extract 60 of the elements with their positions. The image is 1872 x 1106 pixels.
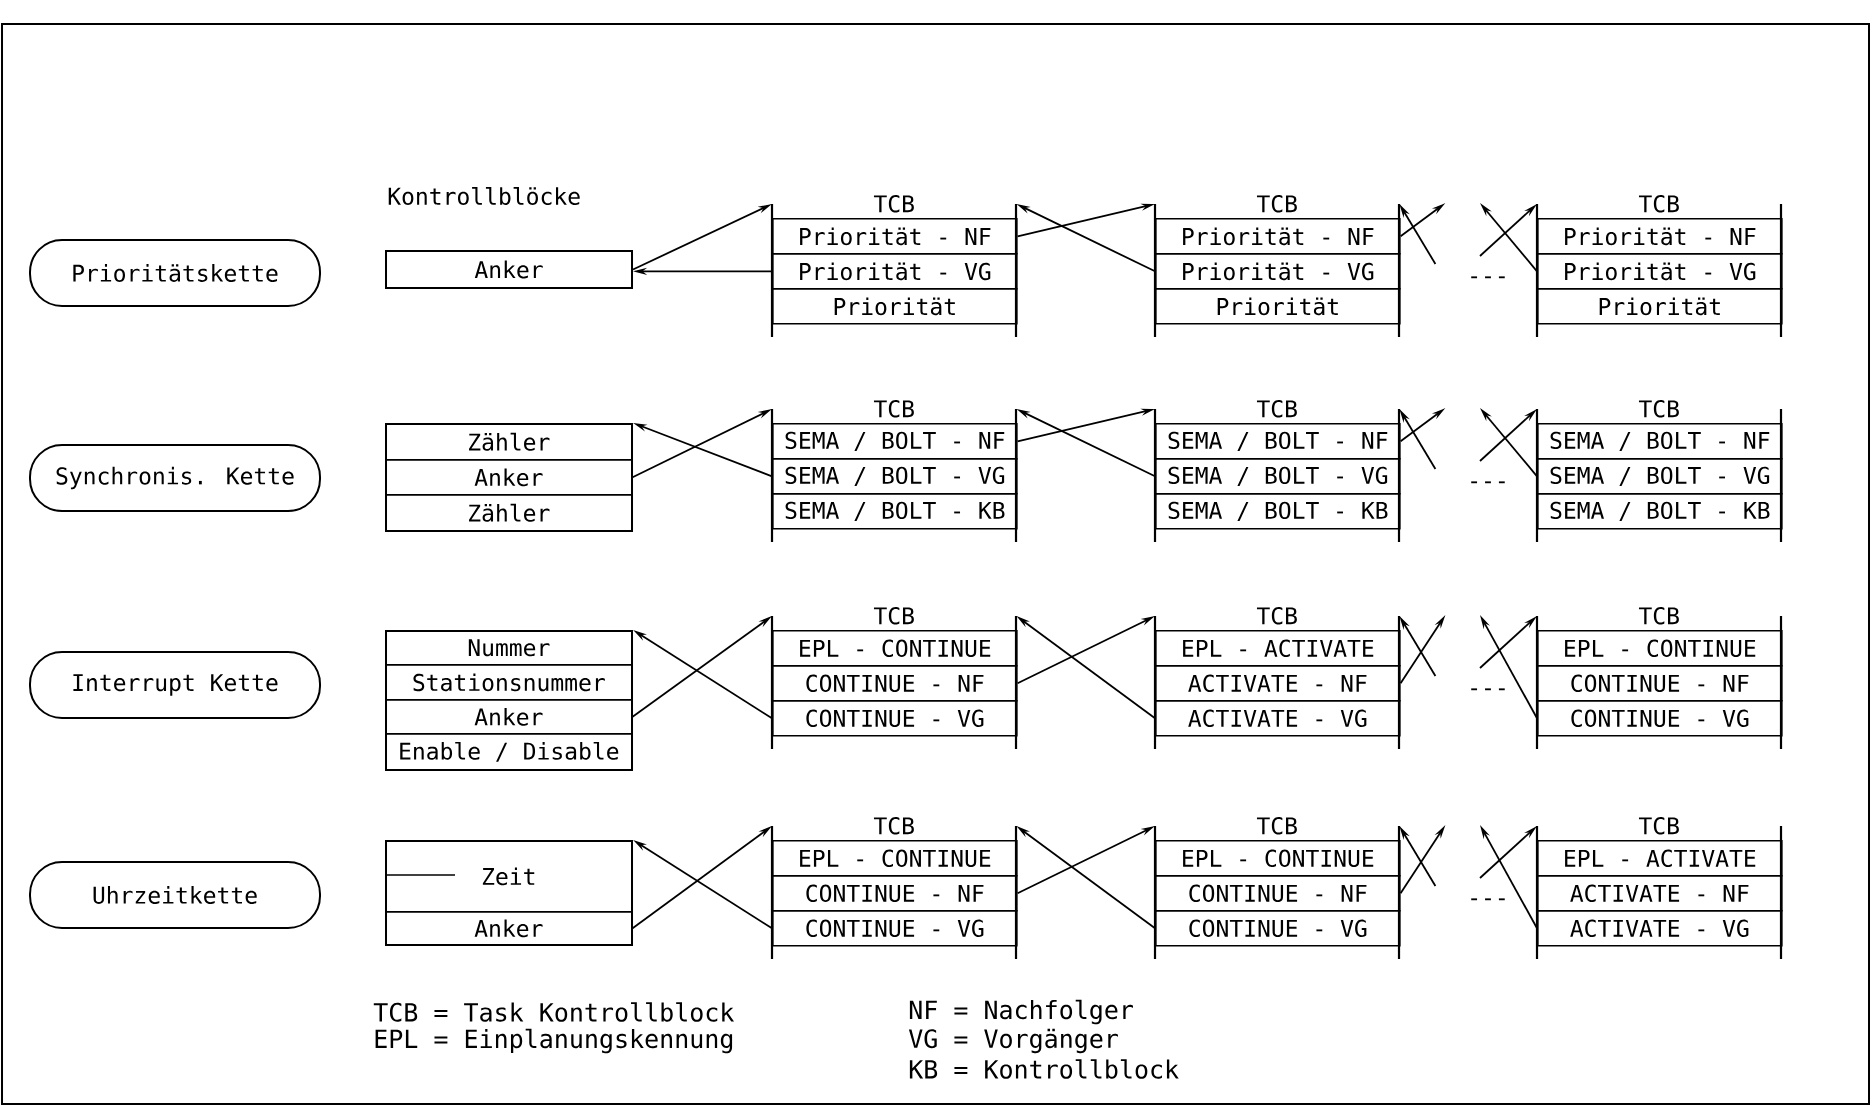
field-cell: EPL - ACTIVATE xyxy=(1537,840,1783,877)
field-cell: EPL - CONTINUE xyxy=(1155,840,1401,877)
field-cell: ACTIVATE - NF xyxy=(1155,665,1401,702)
field-cell: SEMA / BOLT - VG xyxy=(1155,458,1401,495)
field-cell: Priorität - VG xyxy=(1537,253,1783,290)
field-cell: Priorität xyxy=(1155,288,1401,325)
field-cell: CONTINUE - VG xyxy=(772,700,1018,737)
field-cell: CONTINUE - NF xyxy=(772,665,1018,702)
field-cell: Anker xyxy=(385,699,633,735)
field-cell: Zeit xyxy=(385,840,633,913)
field-cell: SEMA / BOLT - NF xyxy=(1537,423,1783,460)
field-cell: Enable / Disable xyxy=(385,733,633,771)
field-cell: Anker xyxy=(385,459,633,496)
field-cell: EPL - CONTINUE xyxy=(1537,630,1783,667)
field-cell: Zähler xyxy=(385,494,633,532)
field-cell: CONTINUE - VG xyxy=(1155,910,1401,947)
field-cell: ACTIVATE - VG xyxy=(1537,910,1783,947)
field-cell: SEMA / BOLT - NF xyxy=(772,423,1018,460)
field-cell: SEMA / BOLT - VG xyxy=(772,458,1018,495)
field-cell: SEMA / BOLT - KB xyxy=(1155,493,1401,530)
field-cell: Priorität - VG xyxy=(1155,253,1401,290)
field-cell: Anker xyxy=(385,911,633,946)
key-text: VG = Vorgänger xyxy=(908,1028,1118,1054)
key-text: KB = Kontrollblock xyxy=(909,1059,1179,1079)
record-box: Anker xyxy=(385,250,633,289)
field-cell: EPL - ACTIVATE xyxy=(1155,630,1401,667)
field-cell: EPL - CONTINUE xyxy=(772,840,1018,877)
field-cell: Priorität - VG xyxy=(772,253,1018,290)
ellipsis: --- xyxy=(1471,481,1505,484)
field-cell: Priorität - NF xyxy=(1155,218,1401,255)
field-cell: SEMA / BOLT - NF xyxy=(1155,423,1401,460)
field-cell: CONTINUE - NF xyxy=(1155,875,1401,912)
rounded-box: Uhrzeitkette xyxy=(29,861,321,929)
heading-text: Kontrollblöcke xyxy=(388,187,580,205)
ellipsis: --- xyxy=(1471,276,1505,279)
key-text: TCB = Task Kontrollblock xyxy=(373,1002,735,1022)
field-cell: Priorität - NF xyxy=(772,218,1018,255)
field-cell: SEMA / BOLT - KB xyxy=(772,493,1018,530)
field-cell: CONTINUE - VG xyxy=(772,910,1018,947)
rounded-box: Interrupt Kette xyxy=(29,651,321,719)
field-cell: Zähler xyxy=(385,423,633,461)
ellipsis: --- xyxy=(1471,688,1505,691)
key-text: NF = Nachfolger xyxy=(909,999,1133,1025)
rounded-box: Prioritätskette xyxy=(29,239,321,307)
field-cell: CONTINUE - VG xyxy=(1537,700,1783,737)
field-cell: Priorität xyxy=(772,288,1018,325)
field-cell: CONTINUE - NF xyxy=(772,875,1018,912)
field-cell: CONTINUE - NF xyxy=(1537,665,1783,702)
rounded-box: Synchronis. Kette xyxy=(29,444,321,512)
key-text: EPL = Einplanungskennung xyxy=(375,1028,733,1054)
field-cell: SEMA / BOLT - VG xyxy=(1537,458,1783,495)
field-cell: Nummer xyxy=(385,630,633,666)
ellipsis: --- xyxy=(1471,898,1505,901)
field-cell: Priorität xyxy=(1537,288,1783,325)
field-cell: ACTIVATE - VG xyxy=(1155,700,1401,737)
field-cell: Stationsnummer xyxy=(385,664,633,701)
field-cell: EPL - CONTINUE xyxy=(772,630,1018,667)
field-cell: SEMA / BOLT - KB xyxy=(1537,493,1783,530)
field-cell: ACTIVATE - NF xyxy=(1537,875,1783,912)
field-cell: Priorität - NF xyxy=(1537,218,1783,255)
